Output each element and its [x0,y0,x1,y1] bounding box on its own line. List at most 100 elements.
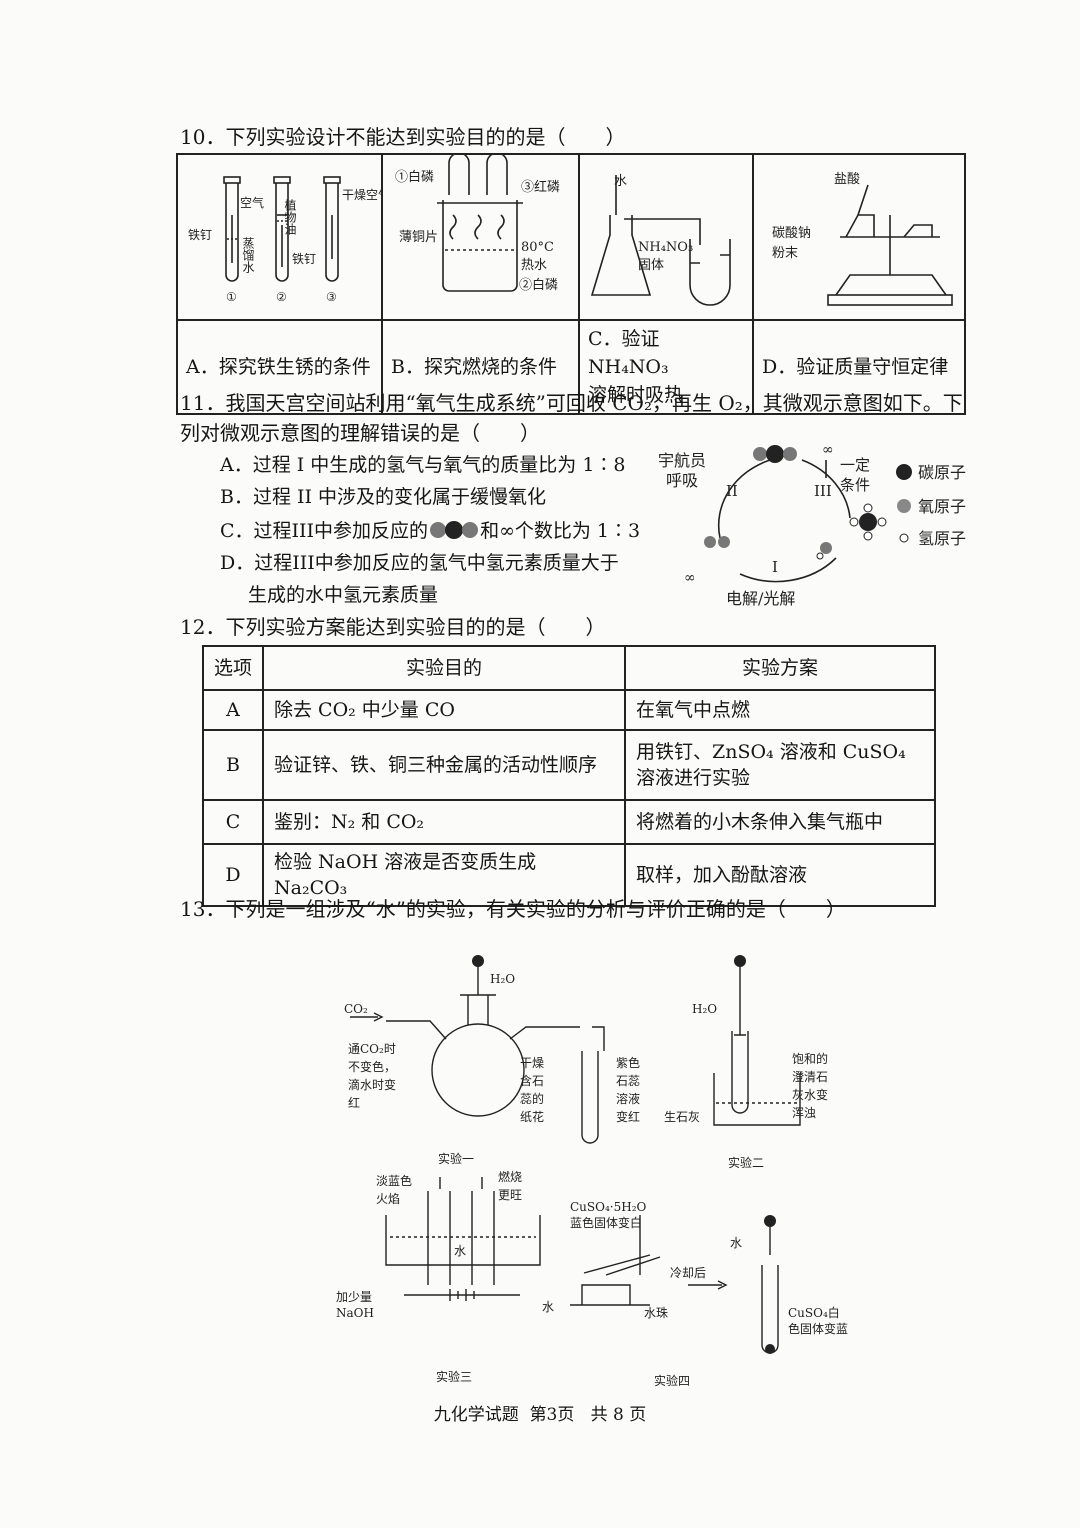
exp1-note-line1: 通CO₂时 [348,1042,396,1056]
legend-hydrogen-label: 氢原子 [918,529,966,548]
q10-option-c-line1: C．验证 NH₄NO₃ [588,328,669,378]
q11-option-c-head: C．过程III中参加反应的 [220,520,429,542]
q11-breath-label: 呼吸 [666,471,698,490]
q11-process-1-label: I [772,558,778,576]
question-11-stem-line2: 列对微观示意图的理解错误的是（ ） [180,421,540,445]
footer-total-pages: 共 8 页 [590,1405,647,1425]
q11-option-c-tail: 和∞个数比为 1∶3 [480,520,641,542]
q11-process-2-label: II [726,482,738,500]
fig-b-cell: ①白磷 ③红磷 薄铜片 80°C 热水 ②白磷 [381,152,580,321]
fig-b-copper-label: 薄铜片 [399,230,438,245]
q10-option-b: B．探究燃烧的条件 [381,319,580,415]
exp2-lime-label: 生石灰 [664,1110,700,1124]
exp3-naoh-line1: 加少量 [336,1290,372,1304]
fig-a-oil-label: 植物油 [283,198,297,235]
exp1-note-line3: 滴水时变 [348,1077,396,1092]
exp4-change-label: 蓝色固体变白 [570,1215,642,1230]
exp2-note-line2: 澄清石 [792,1069,828,1084]
q11-electrolysis-label: 电解/光解 [726,589,795,608]
fig-d-balance-illustration: 盐酸 碳酸钠 粉末 [772,172,953,306]
q10-option-d: D．验证质量守恒定律 [752,319,966,415]
fig-a-cell: 空气 植物油 干燥空气 铁钉 蒸馏水 铁钉 ① ② ③ [176,153,390,321]
exp2-h2o-label: H₂O [692,1002,717,1016]
fig-b-white-p2-label: ②白磷 [519,277,558,293]
q12-row-c-option: C [202,799,264,845]
fig-d-powder1-label: 碳酸钠 [772,226,811,241]
fig-a-dry-air-label: 干燥空气 [342,187,381,202]
fig-a-number-2: ② [276,290,287,304]
fig-a-nail-mid-label: 铁钉 [292,252,316,266]
fig-c-flask-illustration: 水 NH₄NO₃ 固体 [590,174,731,306]
exp1-tube-line1: 紫色 [616,1056,640,1070]
q12-header-plan: 实验方案 [624,645,936,691]
q10-option-c-line2: 溶解时吸热 [588,384,684,406]
exp4-white-line1: CuSO₄白 [788,1305,840,1320]
q11-cycle-diagram: 宇航员 呼吸 II III I ∞ 一定 条件 ∞ 电解/光解 碳原子 氧原子 … [658,442,966,608]
fig-b-white-p1-label: ①白磷 [395,169,434,185]
q12-row-a-option: A [202,689,264,731]
q10-option-a: A．探究铁生锈的条件 [176,319,383,415]
exp4-salt-label: CuSO₄·5H₂O [570,1200,647,1214]
exp4-drops-label: 水珠 [644,1306,668,1320]
exp3-flame-line1: 淡蓝色 [376,1174,412,1188]
question-10-stem: 10．下列实验设计不能达到实验目的的是（ ） [180,125,626,149]
exp1-h2o-label: H₂O [490,972,515,986]
q12-header-option: 选项 [202,645,264,691]
fig-a-number-3: ③ [326,290,337,304]
exp1-title: 实验一 [438,1151,474,1166]
q13-experiments-figure: CO₂ H₂O 通CO₂时 不变色， 滴水时变 红 干燥 含石 蕊的 纸花 紫色… [336,955,848,1388]
fig-a-tubes-illustration: 空气 植物油 干燥空气 铁钉 蒸馏水 铁钉 ① ② ③ [188,176,390,304]
q12-row-b-goal: 验证锌、铁、铜三种金属的活动性顺序 [262,729,626,801]
question-13-stem: 13．下列是一组涉及“水”的实验，有关实验的分析与评价正确的是（ ） [180,897,846,921]
footer-exam-name: 九化学试题 [433,1405,519,1425]
exp1-note-line2: 不变色， [348,1059,396,1074]
fig-d-acid-label: 盐酸 [834,172,860,187]
q11-condition1-label: 一定 [840,456,870,474]
fig-a-nail-label: 铁钉 [188,228,212,242]
question-11-stem-line1: 11．我国天宫空间站利用“氧气生成系统”可回收 CO₂，再生 O₂，其微观示意图… [180,391,963,415]
q12-row-a-goal: 除去 CO₂ 中少量 CO [262,689,626,731]
q11-condition2-label: 条件 [840,476,870,494]
fig-d-powder2-label: 粉末 [772,246,798,261]
q11-h2-bottom-label: ∞ [684,570,696,586]
exp1-paper-line4: 纸花 [520,1109,544,1124]
fig-b-hot-water-label: 热水 [521,258,547,273]
q11-option-a: A．过程 I 中生成的氢气与氧气的质量比为 1∶8 [220,454,626,476]
legend-oxygen-label: 氧原子 [918,497,966,516]
exp3-burn-line2: 更旺 [498,1188,522,1202]
exp1-paper-line2: 含石 [520,1073,544,1088]
fig-c-salt-label: NH₄NO₃ [638,240,693,255]
q11-option-d-line2: 生成的水中氢元素质量 [248,584,439,606]
q11-option-c: C．过程III中参加反应的 和∞个数比为 1∶3 [220,516,640,546]
q11-option-d: D．过程III中参加反应的氢气中氢元素质量大于 [220,552,619,574]
exp1-tube-line3: 溶液 [616,1091,640,1106]
footer-page-number: 第3页 [529,1405,575,1425]
q11-astronaut-label: 宇航员 [658,451,706,470]
exp2-note-line1: 饱和的 [792,1051,828,1066]
q10-option-c: C．验证 NH₄NO₃ 溶解时吸热 [578,319,754,415]
page-footer: 九化学试题 第3页 共 8 页 [0,1400,1080,1425]
exp3-water-side-label: 水 [542,1300,554,1314]
fig-d-cell: 盐酸 碳酸钠 粉末 [752,153,966,321]
legend-carbon-label: 碳原子 [918,463,966,482]
exp1-note-line4: 红 [348,1095,360,1110]
q12-plan-table: 选项 实验目的 实验方案 A 除去 CO₂ 中少量 CO 在氧气中点燃 B 验证… [202,645,936,907]
exp3-naoh-line2: NaOH [336,1306,374,1320]
q12-row-c-plan: 将燃着的小木条伸入集气瓶中 [624,799,936,845]
q11-h2-top-label: ∞ [822,442,834,458]
exp4-title: 实验四 [654,1373,690,1388]
fig-b-red-p-label: ③红磷 [521,179,560,195]
fig-a-water-label: 蒸馏水 [241,237,255,273]
exp4-cool-label: 冷却后 [670,1266,706,1280]
exp4-water-label: 水 [730,1236,742,1250]
exp3-burn-line1: 燃烧 [498,1169,522,1184]
q12-row-b-option: B [202,729,264,801]
exp1-paper-line1: 干燥 [520,1056,544,1070]
exp3-flame-line2: 火焰 [376,1191,400,1206]
q11-option-b: B．过程 II 中涉及的变化属于缓慢氧化 [220,486,547,508]
q11-process-3-label: III [814,482,832,500]
fig-c-cell: 水 NH₄NO₃ 固体 [578,153,754,321]
exp1-paper-line3: 蕊的 [520,1091,544,1106]
exp3-water-inside-label: 水 [454,1244,466,1258]
q12-row-d-option: D [202,843,264,907]
